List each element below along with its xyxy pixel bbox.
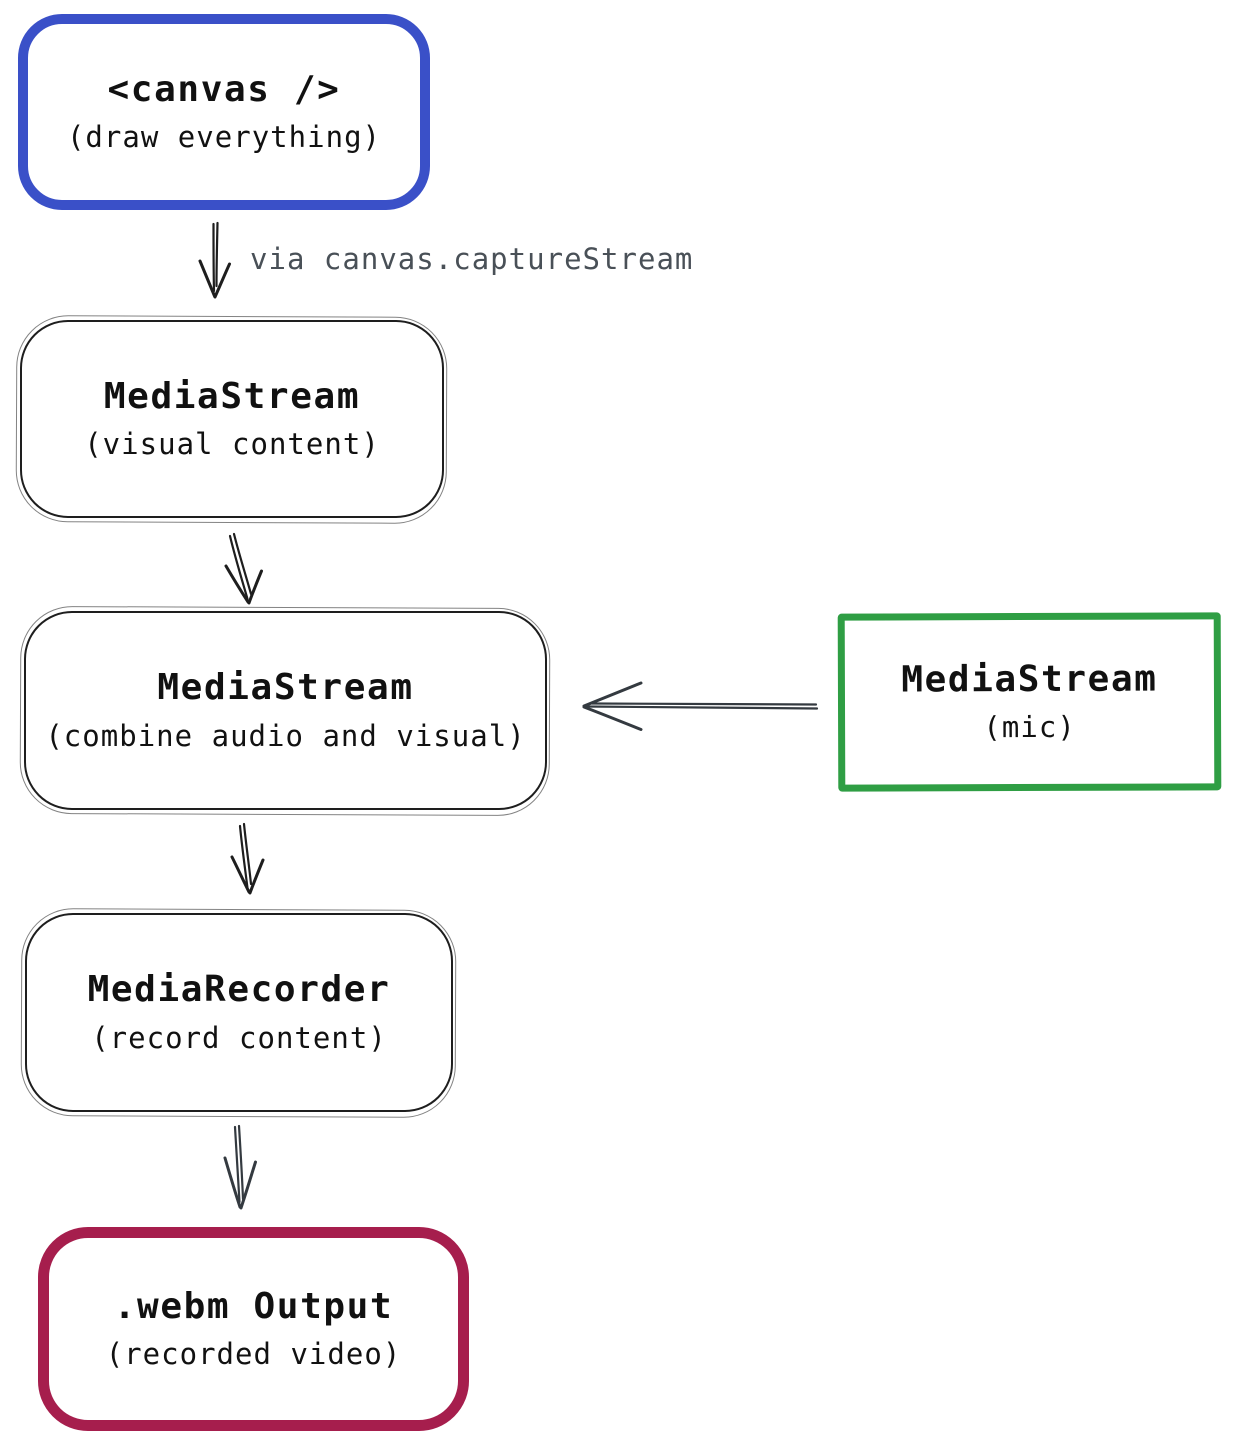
mediastream-mic-node-title: MediaStream [901,658,1158,701]
mediastream-mic-node: MediaStream (mic) [837,612,1222,792]
arrow-canvas-to-visual-icon [198,221,231,299]
mediastream-combined-node-subtitle: (combine audio and visual) [45,718,526,753]
capture-stream-edge-label: via canvas.captureStream [250,242,694,276]
canvas-node-title: <canvas /> [107,68,341,110]
mediastream-combined-node-title: MediaStream [157,667,414,709]
mediarecorder-node: MediaRecorder (record content) [25,913,453,1112]
arrow-visual-to-combine-icon [224,532,263,605]
mediarecorder-node-subtitle: (record content) [91,1020,387,1055]
mediastream-visual-node: MediaStream (visual content) [20,320,444,518]
arrow-combine-to-recorder-icon [230,822,265,895]
webm-output-node-title: .webm Output [113,1285,394,1327]
canvas-node-subtitle: (draw everything) [66,120,382,155]
mediastream-combined-node: MediaStream (combine audio and visual) [24,611,547,810]
canvas-node: <canvas /> (draw everything) [18,14,430,210]
mediastream-visual-node-subtitle: (visual content) [84,427,380,462]
webm-output-node-subtitle: (recorded video) [105,1337,402,1372]
mediastream-visual-node-title: MediaStream [103,375,361,417]
arrow-mic-to-combine-icon [582,681,819,731]
webm-output-node: .webm Output (recorded video) [38,1227,469,1431]
mediastream-mic-node-subtitle: (mic) [983,710,1076,745]
arrow-recorder-to-webm-icon [223,1124,257,1210]
mediarecorder-node-title: MediaRecorder [87,969,391,1011]
